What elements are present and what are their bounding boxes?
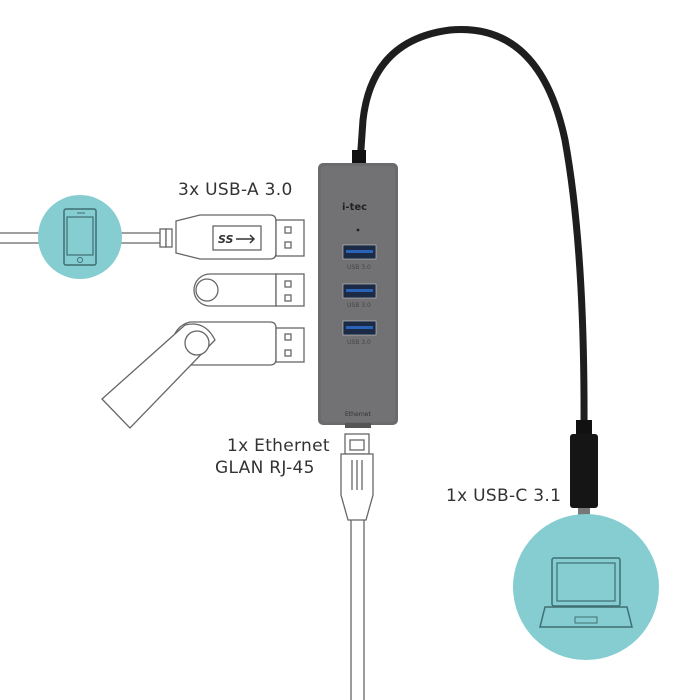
usb-cable-icon xyxy=(0,214,305,260)
usb-hub xyxy=(318,163,398,428)
usb-c-plug-icon xyxy=(570,420,598,518)
usb-stick-icon xyxy=(101,321,305,429)
usb-a-label: 3x USB-A 3.0 xyxy=(178,180,293,200)
ethernet-label-line2: GLAN RJ-45 xyxy=(215,458,315,478)
port-label: USB 3.0 xyxy=(347,302,371,309)
ethernet-label-line1: 1x Ethernet xyxy=(227,436,330,456)
ethernet-port-label: Ethernet xyxy=(345,411,371,418)
rj45-connector-icon xyxy=(340,433,374,700)
usb-c-cable xyxy=(356,26,588,431)
smartphone-icon xyxy=(38,195,122,279)
port-label: USB 3.0 xyxy=(347,264,371,271)
usb-stick-icon xyxy=(193,273,305,307)
hub-logo: i-tec xyxy=(342,202,367,213)
port-label: USB 3.0 xyxy=(347,339,371,346)
superspeed-logo: SS xyxy=(218,233,234,246)
usb-c-label: 1x USB-C 3.1 xyxy=(446,486,562,506)
laptop-icon xyxy=(513,514,659,660)
